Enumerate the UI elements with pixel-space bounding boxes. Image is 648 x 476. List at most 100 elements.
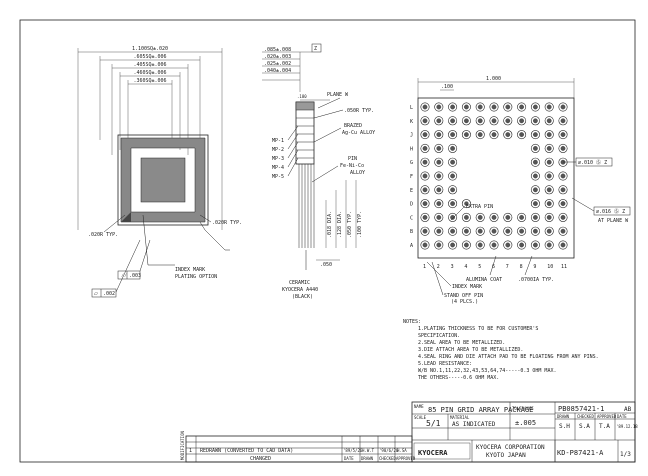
pin-A7 <box>503 240 513 250</box>
die-attach-pad <box>140 157 186 203</box>
pin-K10 <box>544 116 554 126</box>
approved-by: T.A <box>599 423 610 430</box>
note-line-3: 2.SEAL AREA TO BE METALLIZED. <box>418 340 505 346</box>
vdim-2: .128 DIA. <box>337 211 343 238</box>
pin-D2 <box>434 199 444 209</box>
pin-J3 <box>448 130 458 140</box>
scale-label: SCALE <box>414 415 427 420</box>
pin-L9 <box>530 102 540 112</box>
at-plane-w: AT PLANE W <box>598 218 629 224</box>
pin-K4 <box>461 116 471 126</box>
pin-C9 <box>530 212 540 222</box>
pin-E1 <box>420 185 430 195</box>
material-value: AS INDICATED <box>452 421 496 428</box>
pin-F11 <box>558 171 568 181</box>
pin-F3 <box>448 171 458 181</box>
pin-B10 <box>544 226 554 236</box>
rev-mark: 1 <box>189 448 192 454</box>
pin-C4 <box>461 212 471 222</box>
modification-label: MODIFICATION <box>180 431 185 460</box>
notes: NOTES: 1.PLATING THICKNESS TO BE FOR CUS… <box>403 319 599 381</box>
fcf-2-text: ⌀.016 Ⓢ Z <box>596 208 625 215</box>
row-label-H: H <box>410 146 413 152</box>
pin-C1 <box>420 212 430 222</box>
pin-J8 <box>517 130 527 140</box>
pin-label: PIN <box>348 156 357 162</box>
sheet-border <box>19 19 636 463</box>
pin-alloy-2: ALLOY <box>350 170 365 176</box>
pin-E11 <box>558 185 568 195</box>
note-line-5: 4.SEAL RING AND DIE ATTACH PAD TO BE FLO… <box>418 354 599 360</box>
col-checked: CHECKED <box>379 456 396 461</box>
tol-value-1: .003 <box>129 273 141 279</box>
pin-K2 <box>434 116 444 126</box>
side-view: .085±.008 .020±.003 .025±.002 .040±.004 … <box>262 43 375 300</box>
tol-frame-1 <box>117 270 141 280</box>
pin-L2 <box>434 102 444 112</box>
pin-C11 <box>558 212 568 222</box>
row-label-A: A <box>410 243 413 249</box>
side-lid <box>295 101 315 111</box>
drawing-no: KD-P87421-A <box>557 449 604 457</box>
pin-J5 <box>475 130 485 140</box>
pin-C3 <box>448 212 458 222</box>
typ-dia: .0700IA TYP. <box>518 277 554 283</box>
pin-A9 <box>530 240 540 250</box>
pin-F10 <box>544 171 554 181</box>
pin-D3 <box>448 199 458 209</box>
pin-B5 <box>475 226 485 236</box>
bottom-index-mark: INDEX MARK <box>452 284 482 290</box>
pin-C10 <box>544 212 554 222</box>
svg-text:⏥: ⏥ <box>94 291 98 297</box>
row-label-D: D <box>410 202 413 208</box>
pin-L5 <box>475 102 485 112</box>
pin-K8 <box>517 116 527 126</box>
pin-A10 <box>544 240 554 250</box>
pin-E10 <box>544 185 554 195</box>
pin-G9 <box>530 157 540 167</box>
pin-K5 <box>475 116 485 126</box>
note-line-8: THE OTHERS-----0.6 OHM MAX. <box>418 375 499 381</box>
pin-G3 <box>448 157 458 167</box>
mp-label-2: MP-2 <box>272 147 284 153</box>
pin-J1 <box>420 130 430 140</box>
material-label: MATERIAL <box>450 415 470 420</box>
col-label-6: 6 <box>492 264 495 270</box>
ceramic-color: (BLACK) <box>292 294 313 300</box>
side-body <box>295 101 315 165</box>
brazed: BRAZED <box>344 123 362 129</box>
svg-text:⁄⁄: ⁄⁄ <box>121 273 127 279</box>
title-block: PB0857421-1 AB NAME 85 PIN GRID ARRAY PA… <box>411 401 638 463</box>
pin-B6 <box>489 226 499 236</box>
tol-value-2: .002 <box>103 291 115 297</box>
pin-extra <box>461 199 471 209</box>
drawing-no-top: PB0857421-1 <box>558 405 604 413</box>
drawn-hdr: DRAWN <box>557 414 570 419</box>
pin-B2 <box>434 226 444 236</box>
tol-value: ±.005 <box>515 419 536 427</box>
company-name: KYOCERA CORPORATION <box>476 444 545 451</box>
checked-by: S.A <box>579 423 590 430</box>
title-date: '89.12.18 <box>616 424 638 429</box>
side-dim-2: .020±.003 <box>264 54 291 60</box>
col-date: DATE <box>344 456 354 461</box>
col-label-5: 5 <box>478 264 481 270</box>
pin-A4 <box>461 240 471 250</box>
bottom-dim: .050 <box>320 262 332 268</box>
note-line-7: W/B NO.1,11,22,32,43,53,64,74-----0.3 OH… <box>418 368 556 374</box>
pin-G10 <box>544 157 554 167</box>
pin-J6 <box>489 130 499 140</box>
vdim-1: .018 DIA. <box>327 211 333 238</box>
pin-B11 <box>558 226 568 236</box>
col-label-10: 10 <box>547 264 553 270</box>
mp-label-1: MP-1 <box>272 138 284 144</box>
pin-B3 <box>448 226 458 236</box>
pin-A3 <box>448 240 458 250</box>
pin-D11 <box>558 199 568 209</box>
pin-H11 <box>558 143 568 153</box>
pin-L1 <box>420 102 430 112</box>
pin-J7 <box>503 130 513 140</box>
